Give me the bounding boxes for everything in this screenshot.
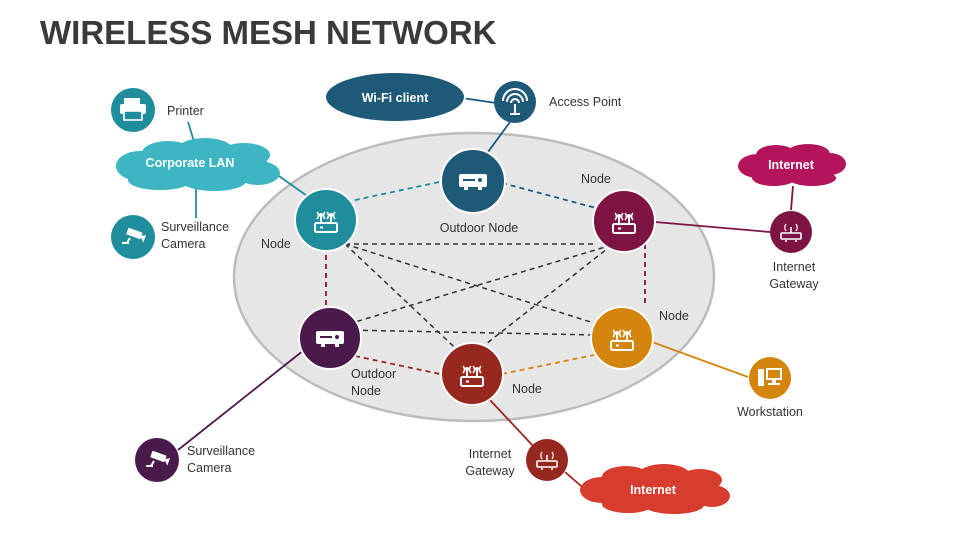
internet-gateway-bottom-label-2: Gateway	[465, 464, 515, 478]
internet-gateway-top-node[interactable]	[770, 211, 812, 253]
surveillance-camera-bottom-node[interactable]	[135, 438, 179, 482]
link-outdoor-top-node-top-right	[501, 182, 597, 209]
internet-top-cloud	[738, 144, 846, 186]
node-bottom-label: Node	[512, 382, 542, 396]
printer-icon	[120, 98, 146, 121]
printer-label: Printer	[167, 104, 204, 118]
wifi-client-bubble[interactable]	[324, 71, 466, 123]
surveillance-camera-top-label-2: Camera	[161, 237, 206, 251]
node-left[interactable]	[294, 188, 358, 252]
outdoor-node-bottom[interactable]	[298, 306, 362, 370]
surveillance-camera-top-node[interactable]	[111, 215, 155, 259]
internet-gateway-bottom-label-1: Internet	[469, 447, 512, 461]
internet-bottom-cloud	[580, 464, 730, 514]
internet-gateway-bottom-node[interactable]	[526, 439, 568, 481]
internet-top-label: Internet	[768, 158, 815, 172]
internet-gateway-top-label-2: Gateway	[769, 277, 819, 291]
link-node-left-outdoor-top	[345, 180, 445, 203]
outdoor-node-top[interactable]	[440, 148, 506, 214]
link-node-gateway-top	[654, 221, 771, 233]
wifi-client-label: Wi-Fi client	[362, 91, 429, 105]
internet-bottom-label: Internet	[630, 483, 677, 497]
link-outdoor-bottom-camera	[177, 349, 305, 451]
wifi-antenna-icon	[502, 88, 528, 115]
link-wifi-client-ap	[461, 97, 497, 104]
corporate-lan-label: Corporate LAN	[146, 156, 235, 170]
surveillance-camera-top-label-1: Surveillance	[161, 220, 229, 234]
surveillance-camera-bottom-label-2: Camera	[187, 461, 232, 475]
desktop-computer-icon	[758, 368, 782, 386]
node-bottom[interactable]	[440, 342, 504, 406]
surveillance-camera-bottom-label-1: Surveillance	[187, 444, 255, 458]
link-node-right-workstation	[651, 341, 749, 378]
corporate-lan-cloud	[116, 138, 280, 191]
printer-node[interactable]	[111, 88, 155, 132]
internet-gateway-top-label-1: Internet	[773, 260, 816, 274]
access-point-label: Access Point	[549, 95, 622, 109]
outdoor-node-bottom-label-2: Node	[351, 384, 381, 398]
node-left-label: Node	[261, 237, 291, 251]
node-top-right-label: Node	[581, 172, 611, 186]
link-gateway-internet-top	[790, 185, 794, 211]
workstation-node[interactable]	[749, 357, 791, 399]
link-ap-outdoor-top	[487, 121, 511, 153]
outdoor-node-top-label: Outdoor Node	[440, 221, 519, 235]
workstation-label: Workstation	[737, 405, 803, 419]
access-point-node[interactable]	[494, 81, 536, 123]
link-node-bottom-gateway	[489, 399, 536, 449]
link-node-bottom-node-right	[501, 354, 595, 375]
link-outdoor-bottom-node-bottom	[354, 355, 441, 375]
mesh-links	[344, 243, 613, 361]
node-top-right[interactable]	[592, 189, 656, 253]
node-right[interactable]	[590, 306, 654, 370]
node-right-label: Node	[659, 309, 689, 323]
page-title: WIRELESS MESH NETWORK	[40, 14, 497, 51]
outdoor-node-bottom-label-1: Outdoor	[351, 367, 396, 381]
